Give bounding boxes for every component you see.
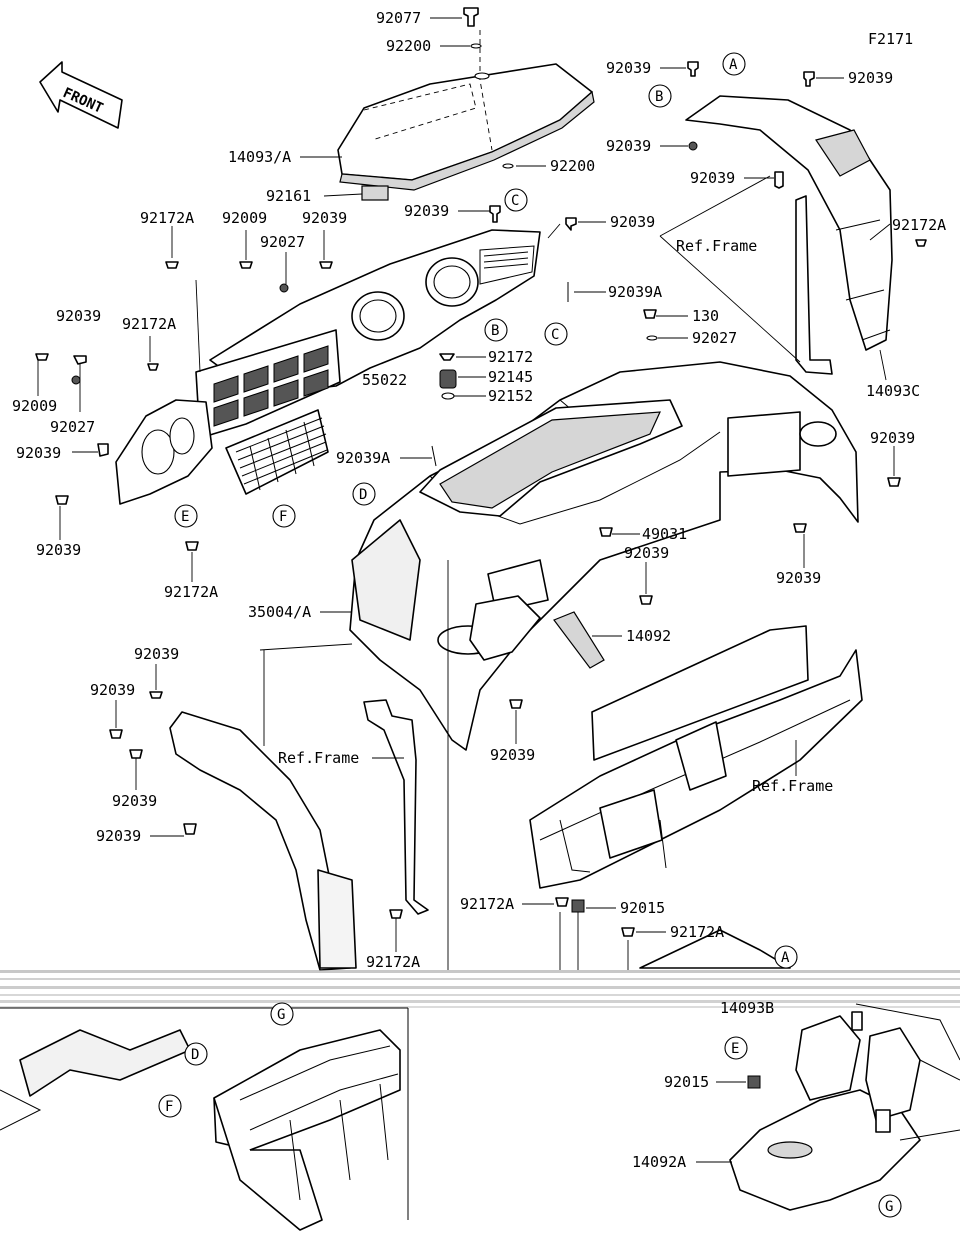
label-92172a-l2: 92172A — [122, 315, 176, 333]
label-92172a-f: 92172A — [366, 953, 420, 971]
label-92039-right: 92039 — [870, 429, 915, 447]
label-92172: 92172 — [488, 348, 533, 366]
callout-letters: A B C B C D E F A G D F E G — [158, 52, 902, 1218]
label-92172a-l1: 92172A — [140, 209, 194, 227]
label-92039-tr1: 92039 — [606, 59, 651, 77]
label-92027-r: 92027 — [692, 329, 737, 347]
label-92039-j: 92039 — [490, 746, 535, 764]
label-92145: 92145 — [488, 368, 533, 386]
label-92039-b: 92039 — [16, 444, 61, 462]
label-55022: 55022 — [362, 371, 407, 389]
callout-f-mid: F — [279, 509, 287, 525]
label-92172a-e: 92172A — [670, 923, 724, 941]
label-92039-tr3: 92039 — [606, 137, 651, 155]
label-92027-l: 92027 — [260, 233, 305, 251]
label-92039a-mid: 92039A — [336, 449, 390, 467]
label-92039-m: 92039 — [96, 827, 141, 845]
label-92015-b: 92015 — [664, 1073, 709, 1091]
label-ref-frame-3: Ref.Frame — [752, 777, 833, 795]
callout-e-mid: E — [181, 509, 189, 525]
callout-g-inset: G — [277, 1007, 285, 1023]
part-14092 — [553, 611, 605, 669]
callout-a-bottom: A — [781, 950, 790, 966]
label-92009-b: 92009 — [12, 397, 57, 415]
part-92161-pad — [361, 185, 389, 201]
label-14093b: 14093B — [720, 999, 774, 1017]
left-dash-end — [115, 399, 213, 505]
label-92077: 92077 — [376, 9, 421, 27]
fasteners — [35, 7, 927, 1089]
right-fender-14093c — [685, 95, 893, 375]
callout-b-mid: B — [491, 323, 499, 339]
roof-panel-14093a — [337, 30, 595, 191]
label-92200-mid: 92200 — [550, 157, 595, 175]
front-arrow-icon: FRONT — [39, 61, 123, 129]
label-92172a-d: 92172A — [460, 895, 514, 913]
callout-b-top: B — [655, 89, 663, 105]
label-92200-top: 92200 — [386, 37, 431, 55]
label-92039-top: 92039 — [404, 202, 449, 220]
label-92039-e: 92039 — [36, 541, 81, 559]
callout-f-inset: F — [165, 1099, 173, 1115]
label-ref-frame-2: Ref.Frame — [278, 749, 359, 767]
label-35004a: 35004/A — [248, 603, 311, 621]
label-49031: 49031 — [642, 525, 687, 543]
label-92161: 92161 — [266, 187, 311, 205]
label-92039-k: 92039 — [112, 792, 157, 810]
main-cowl-35004a — [349, 361, 859, 751]
label-92009-l: 92009 — [222, 209, 267, 227]
label-14092: 14092 — [626, 627, 671, 645]
leader-lines — [37, 17, 895, 1163]
label-92039-g: 92039 — [776, 569, 821, 587]
label-92152: 92152 — [488, 387, 533, 405]
label-14093c: 14093C — [866, 382, 920, 400]
label-92039-i: 92039 — [90, 681, 135, 699]
inset-frame-view — [0, 1007, 409, 1231]
label-14092a: 14092A — [632, 1153, 686, 1171]
label-ref-frame-1: Ref.Frame — [676, 237, 757, 255]
callout-g-bottom: G — [885, 1199, 893, 1215]
label-92015-a: 92015 — [620, 899, 665, 917]
inset-floor-view — [639, 929, 960, 1211]
label-92039-h: 92039 — [134, 645, 179, 663]
callout-d-mid: D — [359, 487, 367, 503]
center-grille-console — [195, 329, 341, 495]
label-92027-b: 92027 — [50, 418, 95, 436]
label-92172a-c: 92172A — [164, 583, 218, 601]
callout-c-mid: C — [551, 327, 559, 343]
label-92039-dash: 92039 — [610, 213, 655, 231]
label-92172a-right: 92172A — [892, 216, 946, 234]
label-92039-mid: 92039 — [56, 307, 101, 325]
label-92039-tr2: 92039 — [848, 69, 893, 87]
rear-frame — [529, 625, 863, 889]
scan-noise-band — [0, 970, 960, 1008]
label-14093a: 14093/A — [228, 148, 291, 166]
left-fender — [169, 699, 429, 971]
callout-c-top: C — [511, 193, 519, 209]
label-92039-f: 92039 — [624, 544, 669, 562]
label-92039-l: 92039 — [302, 209, 347, 227]
callout-a-top: A — [729, 57, 738, 73]
label-92039-tr4: 92039 — [690, 169, 735, 187]
figure-code: F2171 — [868, 30, 913, 48]
label-130: 130 — [692, 307, 719, 325]
label-92039a-top: 92039A — [608, 283, 662, 301]
callout-d-inset: D — [191, 1047, 199, 1063]
part-labels: 92077 92200 14093/A 92200 92161 92039 92… — [12, 9, 946, 1171]
callout-e-inset: E — [731, 1041, 739, 1057]
